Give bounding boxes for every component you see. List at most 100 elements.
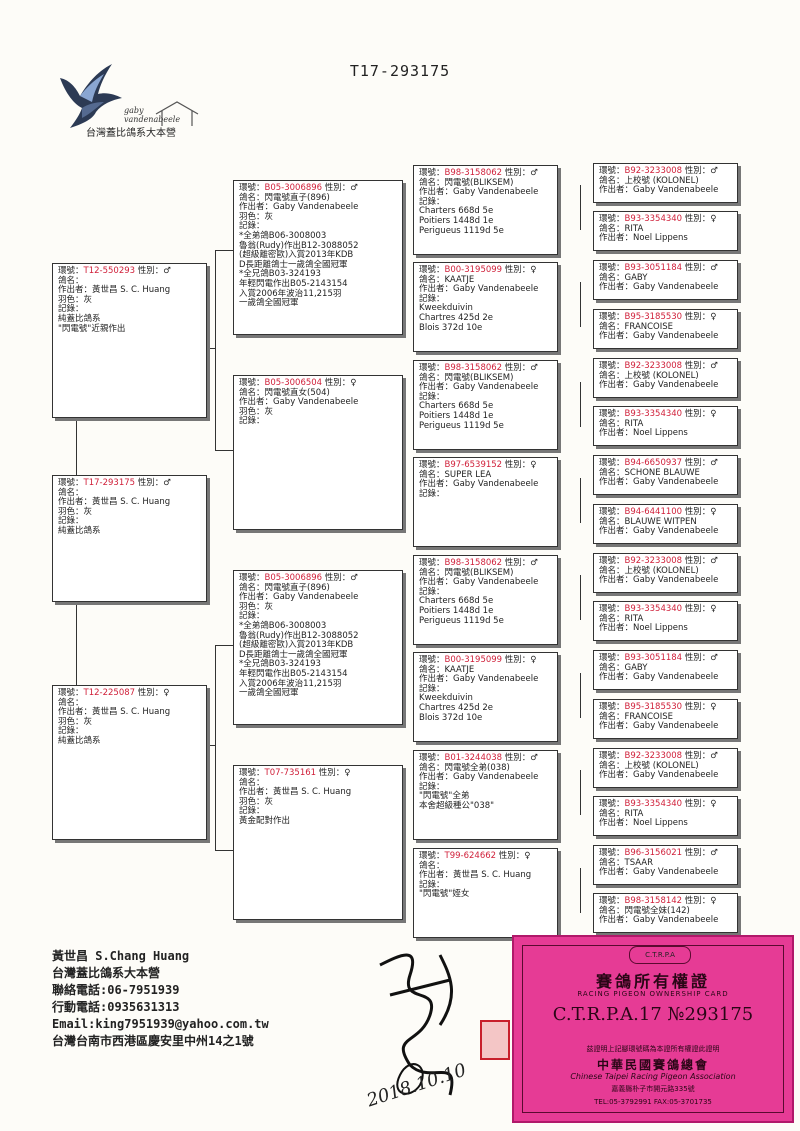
connector <box>580 282 581 327</box>
connector <box>215 450 233 451</box>
pedigree-line: 鴿名：TSAAR <box>599 857 654 868</box>
ring-label: 環號： <box>599 166 625 176</box>
pedigree-line: 作出者：黃世昌 S. C. Huang <box>239 787 352 798</box>
ring-label: 環號： <box>599 263 625 273</box>
sex-label: 性別：♀ <box>322 378 357 388</box>
ring-label: 環號： <box>419 168 445 178</box>
pedigree-line: 鴿名：上校號 (KOLONEL) <box>599 175 699 186</box>
pedigree-line: 記錄： <box>58 516 84 527</box>
pedigree-box-gen3: 環號：B98-3158062 性別：♂鴿名：閃電號(BLIKSEM)作出者：Ga… <box>413 360 558 450</box>
pedigree-line: 記錄： <box>239 221 265 232</box>
card-subtitle: RACING PIGEON OWNERSHIP CARD <box>577 990 729 998</box>
pedigree-line: 年輕閃電作出B05-2143154 <box>239 668 348 679</box>
pedigree-line: 記錄： <box>419 196 445 207</box>
sex-label: 性別：♂ <box>322 573 358 583</box>
sex-label: 性別：♀ <box>682 214 717 224</box>
ring-label: 環號： <box>419 851 445 861</box>
ring-number: B93-3051184 <box>624 263 683 273</box>
pedigree-line: 魯翁(Rudy)作出B12-3088052 <box>239 240 359 251</box>
ring-number: B05-3006896 <box>264 573 323 583</box>
pedigree-line: 鴿名：GABY <box>599 272 648 283</box>
pedigree-line: Blois 372d 10e <box>419 322 483 333</box>
connector <box>215 250 233 251</box>
breeder-contact: 黃世昌 S.Chang Huang 台灣蓋比鴿系大本營 聯絡電話:06-7951… <box>52 948 269 1050</box>
ring-line: 環號：B97-6539152 性別：♀ <box>419 460 552 471</box>
connector <box>215 850 233 851</box>
ring-label: 環號： <box>599 702 625 712</box>
sex-label: 性別：♀ <box>502 460 537 470</box>
pedigree-line: 作出者：Gaby Vandenabeele <box>599 721 719 732</box>
pedigree-line: 鴿名：RITA <box>599 223 644 234</box>
ring-label: 環號： <box>599 848 625 858</box>
pedigree-line: 記錄： <box>419 781 445 792</box>
pedigree-line: 羽色：灰 <box>58 716 93 727</box>
pedigree-box-gen3: 環號：T99-624662 性別：♀鴿名：作出者：黃世昌 S. C. Huang… <box>413 848 558 938</box>
pedigree-line: 作出者：Gaby Vandenabeele <box>419 284 539 295</box>
ring-number: T12-225087 <box>83 688 136 698</box>
card-tel: TEL:05-3792991 FAX:05-3701735 <box>594 1098 712 1106</box>
sex-label: 性別：♂ <box>502 558 538 568</box>
pedigree-line: Poitiers 1448d 1e <box>419 215 494 226</box>
contact-name: 黃世昌 S.Chang Huang <box>52 949 190 963</box>
pedigree-line: 記錄： <box>239 416 265 427</box>
pedigree-box-dam-sire: 環號：B05-3006896 性別：♂鴿名：閃電號直子(896)作出者：Gaby… <box>233 570 403 725</box>
pedigree-line: 鴿名：閃電號直子(896) <box>239 192 330 203</box>
pedigree-line: Blois 372d 10e <box>419 712 483 723</box>
pedigree-line: 鴿名：上校號 (KOLONEL) <box>599 760 699 771</box>
sex-label: 性別：♀ <box>682 799 717 809</box>
pedigree-line: 記錄： <box>239 806 265 817</box>
pedigree-box-gen4: 環號：B92-3233008 性別：♂鴿名：上校號 (KOLONEL)作出者：G… <box>593 163 738 203</box>
pedigree-line: 鴿名：閃電號直女(504) <box>239 387 330 398</box>
seal-stamp <box>480 1020 510 1060</box>
pedigree-line: 鴿名：RITA <box>599 418 644 429</box>
pedigree-line: 記錄： <box>419 293 445 304</box>
ring-number: T17-293175 <box>83 478 136 488</box>
ring-line: 環號：B93-3354340 性別：♀ <box>599 409 732 420</box>
sex-label: 性別：♂ <box>135 478 171 488</box>
sex-label: 性別：♂ <box>682 361 718 371</box>
ring-number: B98-3158062 <box>444 558 503 568</box>
pedigree-line: 羽色：灰 <box>58 294 93 305</box>
ring-label: 環號： <box>239 378 265 388</box>
sex-label: 性別：♂ <box>682 751 718 761</box>
ring-line: 環號：B93-3051184 性別：♂ <box>599 263 732 274</box>
ring-number: B93-3354340 <box>624 799 683 809</box>
pedigree-line: 鴿名：閃電號(BLIKSEM) <box>419 372 514 383</box>
pedigree-line: Kweekduivin <box>419 693 473 704</box>
pedigree-line: 鴿名：RITA <box>599 808 644 819</box>
card-number: C.T.R.P.A.17 №293175 <box>552 1004 754 1025</box>
pedigree-line: *全兄鴿B03-324193 <box>239 269 321 280</box>
pedigree-line: 鴿名： <box>58 697 84 708</box>
pedigree-line: 作出者：Gaby Vandenabeele <box>599 575 719 586</box>
pedigree-line: 年輕閃電作出B05-2143154 <box>239 278 348 289</box>
pedigree-line: 作出者：黃世昌 S. C. Huang <box>419 870 532 881</box>
ring-label: 環號： <box>419 753 445 763</box>
pedigree-line: Charters 668d 5e <box>419 206 494 217</box>
ring-line: 環號：T99-624662 性別：♀ <box>419 851 552 862</box>
ring-label: 環號： <box>419 265 445 275</box>
pedigree-line: 記錄： <box>239 611 265 622</box>
card-title: 賽鴿所有權證 <box>595 972 710 991</box>
pedigree-line: 作出者：Noel Lippens <box>599 623 688 634</box>
connector <box>215 645 233 646</box>
pedigree-line: 一歲鴿全國冠軍 <box>239 688 299 699</box>
pedigree-line: 鴿名： <box>58 275 84 286</box>
logo-name: 台灣蓋比鴿系大本營 <box>86 128 176 139</box>
pedigree-line: D長距離鴿士一歲鴿全國冠軍 <box>239 259 348 270</box>
pedigree-line: D長距離鴿士一歲鴿全國冠軍 <box>239 649 348 660</box>
ring-number: B05-3006896 <box>264 183 323 193</box>
ring-line: 環號：B92-3233008 性別：♂ <box>599 556 732 567</box>
pedigree-line: 記錄： <box>419 586 445 597</box>
sex-label: 性別：♂ <box>502 753 538 763</box>
pedigree-line: 作出者：Noel Lippens <box>599 233 688 244</box>
ring-number: T99-624662 <box>444 851 497 861</box>
pedigree-line: (超級離密歐)入賞2013年KDB <box>239 640 354 651</box>
pedigree-line: 黃金配對作出 <box>239 815 291 826</box>
ring-line: 環號：B95-3185530 性別：♀ <box>599 702 732 713</box>
ring-label: 環號： <box>599 507 625 517</box>
pedigree-line: 作出者：Gaby Vandenabeele <box>239 592 359 603</box>
sex-label: 性別：♀ <box>682 896 717 906</box>
